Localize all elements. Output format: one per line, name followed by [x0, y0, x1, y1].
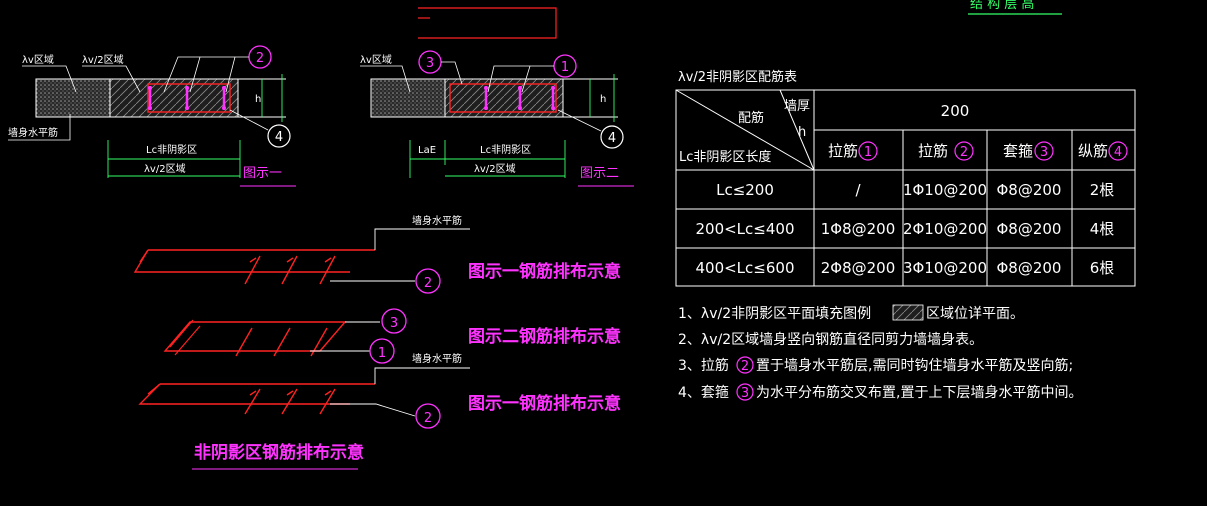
fig2-caption: 图示二 [580, 166, 619, 181]
row2-c3: Φ8@200 [997, 220, 1062, 238]
note-1-hatch-legend [892, 304, 924, 321]
note-1: 1、λv/2非阴影区平面填充图例 [678, 306, 871, 322]
fig2-callout-3: 3 [426, 56, 434, 71]
fig2-callout-4: 4 [608, 131, 616, 146]
row3-c1: 2Φ8@200 [821, 259, 896, 277]
fig1-lv2-region [109, 78, 239, 118]
layout-1: 墙身水平筋 2 图示一钢筋排布示意 [133, 214, 621, 294]
row3-range: 400<Lc≤600 [695, 259, 794, 277]
row2-c2: 2Φ10@200 [903, 220, 987, 238]
fig1-callout-2: 2 [256, 51, 264, 66]
fig1-callout-4: 4 [275, 130, 283, 145]
table-grid [675, 89, 1136, 287]
table-corner-h: h [798, 125, 806, 140]
fig2-callout-4-circle [600, 125, 624, 149]
layout2-caption: 图示二钢筋排布示意 [468, 326, 621, 347]
col2-mark: 2 [960, 145, 968, 160]
layout1-caption: 图示一钢筋排布示意 [468, 261, 621, 282]
col1-label: 拉筋 [828, 142, 858, 160]
col3-label: 套箍 [1003, 142, 1033, 160]
col4-mark: 4 [1114, 145, 1122, 160]
row2-range: 200<Lc≤400 [695, 220, 794, 238]
layout1-label: 墙身水平筋 [412, 214, 462, 227]
fig2-longitudinal-bars [484, 86, 555, 110]
fig2-lv2-region [444, 78, 564, 118]
layout3-label: 墙身水平筋 [412, 352, 462, 365]
col2-label: 拉筋 [918, 142, 948, 160]
notes: 1、λv/2非阴影区平面填充图例 区域位详平面。 2、λv/2区域墙身竖向钢筋直… [678, 304, 1082, 401]
fig2-dim-lv2: λv/2区域 [474, 162, 516, 175]
fig1-section: λv区域 λv/2区域 墙身水平筋 2 4 h Lc非阴影区 λv/2区域 图示… [8, 45, 296, 187]
row2-c4: 4根 [1090, 220, 1115, 238]
layout3-mark: 2 [424, 411, 432, 426]
table-corner-mid: 配筋 [738, 110, 764, 126]
layout-title: 非阴影区钢筋排布示意 [194, 442, 364, 463]
fig2-stirrup [449, 83, 557, 113]
row3-c4: 6根 [1090, 259, 1115, 277]
fig1-caption: 图示一 [243, 166, 282, 181]
layout-2: 3 1 图示二钢筋排布示意 [163, 308, 621, 364]
fig1-leader-wall [8, 114, 71, 141]
layout2-mark-3: 3 [390, 316, 398, 331]
fig1-longitudinal-bars [148, 86, 226, 110]
col4-label: 纵筋 [1078, 142, 1108, 160]
note-3: 3、拉筋 [678, 357, 729, 374]
layout2-mark-1: 1 [378, 346, 386, 361]
note-2: 2、λv/2区域墙身竖向钢筋直径同剪力墙墙身表。 [678, 331, 983, 348]
note-3-mark: 2 [741, 359, 749, 374]
fig2-dim-lae: LaE [418, 145, 436, 156]
table-thickness: 200 [941, 102, 970, 120]
row3-c3: Φ8@200 [997, 259, 1062, 277]
note-4-tail: 为水平分布筋交叉布置,置于上下层墙身水平筋中间。 [756, 384, 1082, 401]
row1-c3: Φ8@200 [997, 181, 1062, 199]
fig1-label-lv2: λv/2区域 [82, 53, 124, 66]
note-1-tail: 区域位详平面。 [926, 306, 1024, 322]
row1-c1: / [855, 181, 861, 199]
layout1-mark: 2 [424, 276, 432, 291]
row3-c2: 3Φ10@200 [903, 259, 987, 277]
note-4: 4、套箍 [678, 384, 729, 401]
col1-mark: 1 [864, 145, 872, 160]
note-4-mark: 3 [741, 386, 749, 401]
fig1-stirrup [147, 83, 231, 113]
fig1-dim-lv2: λv/2区域 [144, 162, 186, 175]
rebar-table: λv/2非阴影区配筋表 墙厚 h 配筋 Lc非阴影区长度 200 拉筋 1 拉筋… [675, 69, 1136, 287]
fig1-label-wall-horizontal: 墙身水平筋 [8, 126, 58, 139]
fig2-label-lv: λv区域 [360, 53, 392, 66]
col3-mark: 3 [1040, 145, 1048, 160]
fig2-section: λv区域 3 1 4 h LaE Lc非阴影区 λv/2区域 图示二 [360, 50, 634, 187]
note-3-tail: 置于墙身水平筋层,需同时钩住墙身水平筋及竖向筋; [756, 357, 1073, 374]
row1-c4: 2根 [1090, 181, 1115, 199]
fig1-label-lv: λv区域 [22, 53, 54, 66]
fig2-dim-lc: Lc非阴影区 [480, 144, 531, 156]
fig1-h: h [255, 94, 261, 105]
fig2-callout-1: 1 [561, 60, 569, 75]
row2-c1: 1Φ8@200 [821, 220, 896, 238]
top-red-marker [418, 7, 557, 39]
top-title: 结 构 层 高 [970, 0, 1034, 12]
row1-range: Lc≤200 [716, 181, 774, 199]
table-corner-bottom: Lc非阴影区长度 [679, 149, 771, 165]
table-title: λv/2非阴影区配筋表 [678, 69, 797, 85]
table-corner-top: 墙厚 [784, 99, 810, 114]
fig1-dim-lc: Lc非阴影区 [146, 144, 197, 156]
layout-3: 墙身水平筋 2 图示一钢筋排布示意 [138, 352, 621, 429]
row1-c2: 1Φ10@200 [903, 181, 987, 199]
fig1-leader-lv [22, 65, 77, 93]
fig2-h: h [600, 94, 606, 105]
fig1-leader-lv2 [82, 65, 141, 93]
fig1-callout-4-circle [267, 124, 291, 148]
layout3-caption: 图示一钢筋排布示意 [468, 393, 621, 414]
